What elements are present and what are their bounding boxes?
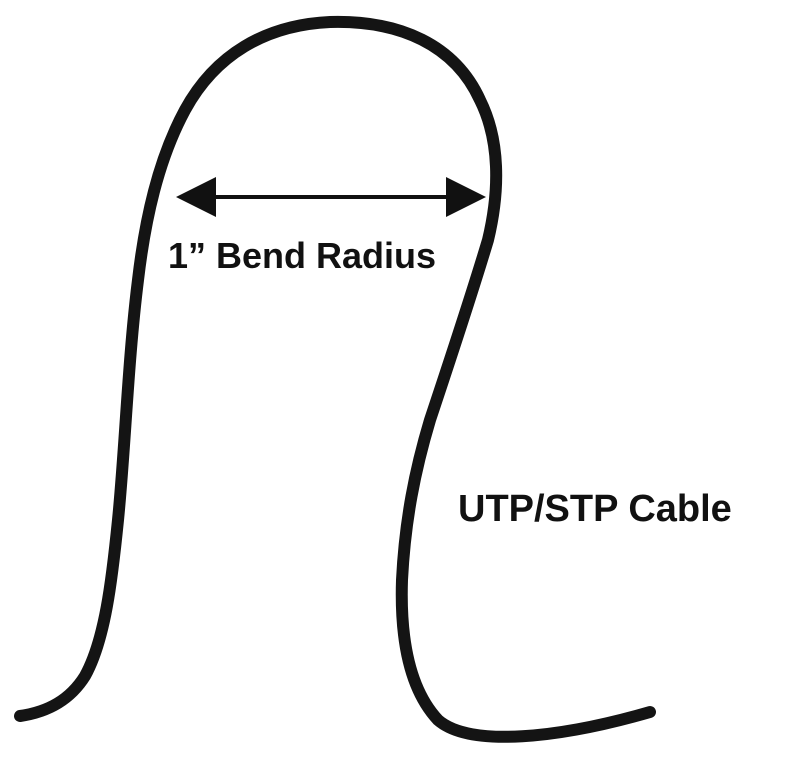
cable-path bbox=[14, 15, 656, 743]
cable-label: UTP/STP Cable bbox=[458, 488, 732, 530]
bend-radius-label: 1” Bend Radius bbox=[168, 235, 436, 276]
